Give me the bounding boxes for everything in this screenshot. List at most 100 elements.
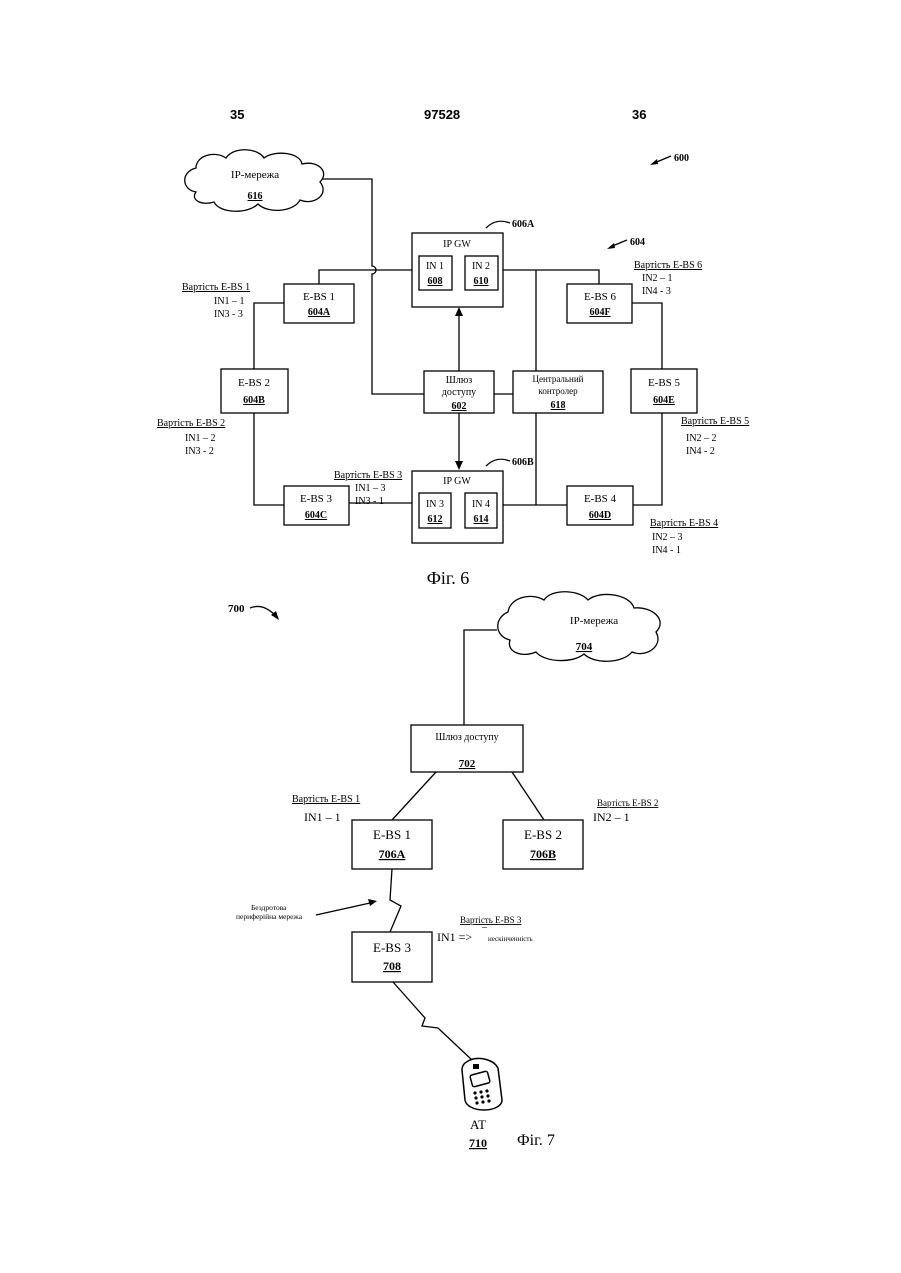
cost-ebs3-line1: IN1 – 3: [355, 483, 386, 494]
fig7-cost3-title: Вартість E-BS 3: [460, 915, 522, 925]
figure-6: 600 IP-мережа 616: [157, 150, 749, 588]
ebs6-ref: 604F: [589, 307, 610, 318]
ebs4-box: E-BS 4 604D: [567, 486, 633, 525]
ebs2-ref: 604B: [243, 395, 265, 406]
fig7-access-gw-label: Шлюз доступу: [435, 732, 498, 743]
link-gateway-ebs2-7: [512, 772, 544, 820]
at-ref: 710: [469, 1136, 487, 1150]
fig7-cost2-value: IN2 – 1: [593, 810, 630, 824]
ebs1-label: E-BS 1: [303, 291, 335, 303]
ipgw-in3-ref: 612: [428, 514, 443, 525]
fig7-access-gw-ref: 702: [459, 758, 476, 770]
ipgw-in2-ref: 610: [474, 276, 489, 287]
fig6-ip-network-ref: 616: [248, 191, 263, 202]
link-ipgw-ebs6: [503, 270, 599, 284]
link-ebs1-ebs2: [254, 303, 284, 369]
ipgw-in1-label: IN 1: [426, 261, 444, 272]
ebs4-label: E-BS 4: [584, 493, 617, 505]
fig7-cost3-infinity-mark: ¯: [481, 927, 488, 938]
cost-ebs3-title: Вартість E-BS 3: [334, 470, 402, 481]
fig7-ebs2-ref: 706B: [530, 847, 556, 861]
ipgw-bottom-callout-line: [486, 459, 510, 466]
link-ebs5-ebs4: [633, 413, 662, 505]
wireless-label-arrowhead: [368, 899, 377, 906]
link-ebs6-ebs5: [632, 303, 662, 369]
cost-ebs2-line2: IN3 - 2: [185, 446, 214, 457]
cost-ebs1-title: Вартість E-BS 1: [182, 282, 250, 293]
fig7-ip-network-ref: 704: [576, 641, 593, 653]
fig7-caption: Фіг. 7: [517, 1132, 555, 1149]
ipgw-top-label: IP GW: [443, 239, 471, 250]
fig6-caption: Фіг. 6: [427, 568, 470, 588]
link-cloud-gateway-7: [464, 630, 497, 725]
ipgw-bottom-label: IP GW: [443, 476, 471, 487]
at-phone-icon: [462, 1058, 502, 1110]
ipgw-top-callout: 606A: [512, 219, 535, 230]
cost-ebs6-line1: IN2 – 1: [642, 273, 673, 284]
wireless-label-line1: Бездротова: [251, 903, 287, 912]
cost-ebs4: Вартість E-BS 4 IN2 – 3 IN4 - 1: [650, 518, 718, 556]
right-page-number: 36: [632, 107, 646, 122]
access-gw-line1: Шлюз: [446, 375, 473, 386]
figure-7: 700 IP-мережа 704 Шлюз доступу 702 E-BS …: [228, 592, 660, 1150]
cost-ebs5-title: Вартість E-BS 5: [681, 416, 749, 427]
ipgw-bottom-callout: 606B: [512, 457, 534, 468]
cost-ebs4-line2: IN4 - 1: [652, 545, 681, 556]
ebs-group-ref-arrowhead: [607, 243, 615, 249]
fig7-ebs2-label: E-BS 2: [524, 827, 562, 842]
link-ebs2-ebs3: [254, 413, 284, 505]
link-gateway-ebs1-7: [392, 772, 436, 820]
central-line2: контролер: [538, 386, 578, 396]
ebs6-box: E-BS 6 604F: [567, 284, 632, 323]
central-ref: 618: [551, 400, 566, 411]
central-line1: Центральний: [533, 374, 584, 384]
fig7-ref: 700: [228, 603, 245, 615]
cost-ebs2-line1: IN1 – 2: [185, 433, 216, 444]
ebs2-label: E-BS 2: [238, 377, 270, 389]
fig7-cost1-title: Вартість E-BS 1: [292, 794, 360, 805]
ebs6-label: E-BS 6: [584, 291, 617, 303]
ebs5-box: E-BS 5 604E: [631, 369, 697, 413]
ebs1-ref: 604A: [308, 307, 331, 318]
fig7-ebs3-ref: 708: [383, 959, 401, 973]
ipgw-in4-label: IN 4: [472, 499, 490, 510]
fig7-cost3-infinity: нескінченність: [488, 935, 533, 943]
cost-ebs3-line2: IN3 - 1: [355, 496, 384, 507]
arrowhead-ipgw-top: [455, 307, 463, 316]
cost-ebs5-line2: IN4 - 2: [686, 446, 715, 457]
ebs3-box: E-BS 3 604C: [284, 486, 349, 525]
fig7-cost1-value: IN1 – 1: [304, 810, 341, 824]
fig7-ip-network-label: IP-мережа: [570, 615, 618, 627]
ipgw-in3-label: IN 3: [426, 499, 444, 510]
fig6-links: [254, 179, 662, 505]
link-ebs1-ipgw: [319, 270, 412, 284]
patent-number: 97528: [424, 107, 460, 122]
ebs4-ref: 604D: [589, 510, 611, 521]
ebs5-label: E-BS 5: [648, 377, 681, 389]
cost-ebs6-line2: IN4 - 3: [642, 286, 671, 297]
access-gw-line2: доступу: [442, 387, 476, 398]
fig6-ref: 600: [674, 153, 689, 164]
cost-ebs5: Вартість E-BS 5 IN2 – 2 IN4 - 2: [681, 416, 749, 457]
cost-ebs1-line1: IN1 – 1: [214, 296, 245, 307]
ebs3-label: E-BS 3: [300, 493, 333, 505]
ipgw-in1-ref: 608: [428, 276, 443, 287]
cost-ebs1-line2: IN3 - 3: [214, 309, 243, 320]
cost-ebs6: Вартість E-BS 6 IN2 – 1 IN4 - 3: [634, 260, 702, 297]
wireless-label-arrow: [316, 903, 370, 915]
fig6-ref-arrowhead: [650, 159, 658, 165]
ipgw-in2-label: IN 2: [472, 261, 490, 272]
ebs2-box: E-BS 2 604B: [221, 369, 288, 413]
fig7-cost3-value: IN1 =>: [437, 930, 472, 944]
cost-ebs5-line1: IN2 – 2: [686, 433, 717, 444]
arrowhead-ipgw-bottom: [455, 461, 463, 470]
cost-ebs2-title: Вартість E-BS 2: [157, 418, 225, 429]
at-label: AT: [470, 1117, 486, 1132]
fig6-ip-network-label: IP-мережа: [231, 169, 279, 181]
cost-ebs2: Вартість E-BS 2 IN1 – 2 IN3 - 2: [157, 418, 225, 457]
fig7-ebs1-ref: 706A: [379, 847, 406, 861]
fig7-ebs1-label: E-BS 1: [373, 827, 411, 842]
access-gw-ref: 602: [452, 401, 467, 412]
